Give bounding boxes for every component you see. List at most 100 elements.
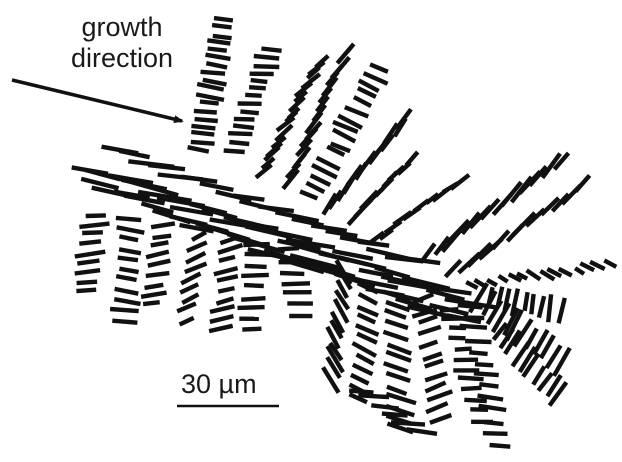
crystal-segment [224,151,245,153]
crystal-segment [351,375,369,384]
crystal-segment [180,284,198,292]
crystal-segment [177,304,196,312]
crystal-segment [384,363,408,371]
crystal-segment [359,294,377,304]
crystal-segment [201,72,226,74]
crystal-segment [354,97,371,106]
crystal-segment [116,276,136,280]
crystal-segment [82,232,103,233]
crystal-segment [391,422,425,424]
crystal-segment [419,342,437,348]
crystal-segment [468,243,491,266]
crystal-segment [151,223,175,227]
crystal-segment [349,391,373,393]
crystal-segment [200,183,234,190]
crystal-segment [191,126,215,128]
crystal-segment [440,309,459,310]
crystal-segment [119,151,149,157]
crystal-segment [229,142,249,144]
crystal-segment [196,94,224,100]
crystal-segment [207,40,230,43]
crystal-segment [455,349,472,350]
crystal-segment [181,177,217,182]
crystal-segment [484,422,504,424]
crystal-segment [488,287,492,306]
crystal-segment [249,87,266,88]
crystal-segment [191,132,214,135]
crystal-segment [300,191,317,198]
crystal-segment [469,352,487,354]
crystal-segment [243,244,269,245]
crystal-segment [238,307,265,308]
crystal-segment [148,261,171,266]
crystal-segment [425,373,447,380]
crystal-segment [188,147,209,151]
crystal-segment [427,391,452,400]
crystal-segment [499,276,508,282]
crystal-segment [244,285,264,286]
crystal-segment [241,298,265,300]
crystal-segment [353,343,377,356]
crystal-segment [245,266,267,267]
crystal-segment [539,296,544,318]
crystal-segment [483,433,508,434]
crystal-segment [117,227,145,232]
crystal-segment [527,270,541,279]
crystal-segment [357,355,374,365]
crystal-segment [461,388,482,389]
crystal-segment [214,18,233,20]
crystal-segment [213,36,232,38]
crystal-segment [187,242,207,251]
crystal-segment [445,260,460,276]
crystal-segment [604,260,616,266]
crystal-segment [306,183,324,192]
crystal-segment [151,242,169,245]
crystal-segment [206,55,231,59]
crystal-dendrite [72,18,617,447]
crystal-segment [423,353,442,360]
crystal-segment [425,360,443,366]
crystal-segment [531,294,533,314]
crystal-segment [146,273,170,276]
crystal-segment [278,248,299,249]
crystal-segment [180,318,194,325]
crystal-segment [219,257,235,261]
crystal-segment [396,109,411,129]
crystal-segment [358,314,376,322]
crystal-segment [386,394,416,403]
crystal-segment [119,249,141,253]
crystal-segment [220,238,237,244]
crystal-segment [475,364,493,365]
crystal-segment [458,378,484,380]
crystal-segment [460,326,487,328]
crystal-segment [77,261,99,264]
crystal-segment [114,299,140,304]
crystal-segment [282,283,310,284]
crystal-segment [464,400,487,401]
growth-label-line1: growth [52,12,192,43]
crystal-segment [426,403,448,412]
crystal-segment [353,365,373,375]
crystal-segment [192,232,206,240]
crystal-segment [254,66,280,67]
crystal-segment [217,276,238,280]
crystal-segment [143,302,160,304]
crystal-segment [186,253,205,263]
crystal-segment [218,245,243,253]
crystal-segment [548,294,551,322]
crystal-segment [191,142,215,144]
crystal-segment [195,119,218,121]
crystal-segment [75,270,100,273]
crystal-segment [181,274,200,284]
crystal-segment [245,95,262,96]
growth-direction-label: growth direction [52,12,192,74]
crystal-segment [383,332,408,340]
crystal-segment [185,264,207,273]
crystal-segment [112,321,137,323]
crystal-segment [385,310,406,318]
crystal-segment [451,175,469,189]
crystal-segment [425,383,445,392]
crystal-segment [86,215,106,216]
crystal-segment [119,269,138,272]
crystal-segment [218,288,234,292]
